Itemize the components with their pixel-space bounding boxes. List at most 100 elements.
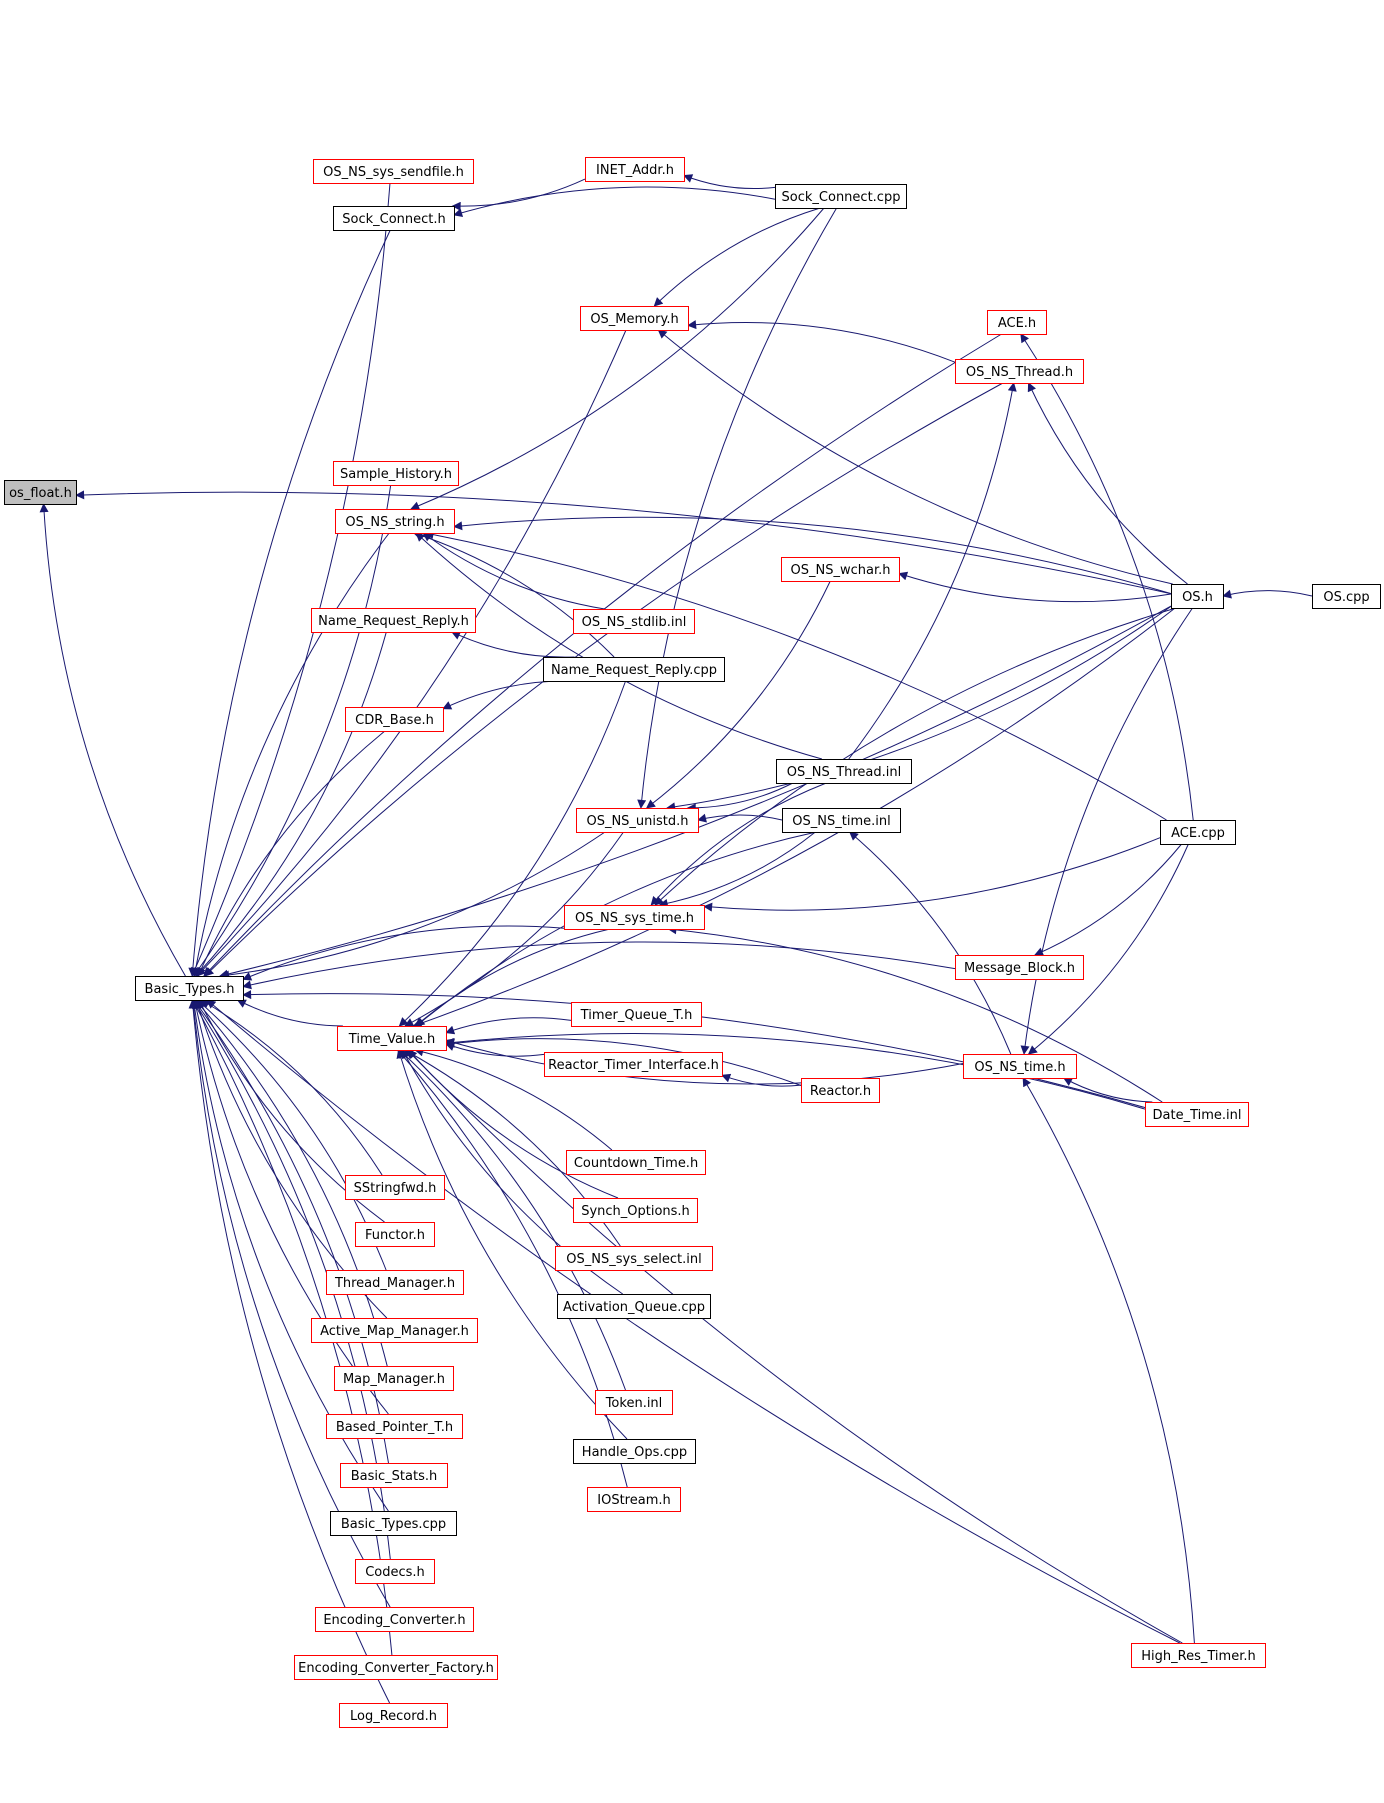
node-name-request-reply-cpp[interactable]: Name_Request_Reply.cpp: [543, 657, 725, 682]
node-os-ns-thread-h[interactable]: OS_NS_Thread.h: [955, 359, 1084, 384]
node-label: OS_NS_sys_sendfile.h: [323, 165, 464, 180]
node-os-h[interactable]: OS.h: [1171, 584, 1224, 609]
node-name-request-reply-h[interactable]: Name_Request_Reply.h: [311, 608, 476, 633]
node-box: [782, 808, 901, 833]
node-iostream-h[interactable]: IOStream.h: [587, 1487, 681, 1512]
node-os-ns-sys-time-h[interactable]: OS_NS_sys_time.h: [564, 905, 705, 930]
edge-date-time-inl-to-os-ns-sys-time-h: [667, 925, 1163, 1103]
node-os-ns-time-inl[interactable]: OS_NS_time.inl: [782, 808, 901, 833]
node-ace-cpp[interactable]: ACE.cpp: [1160, 820, 1236, 845]
node-label: OS_NS_Thread.inl: [787, 765, 902, 780]
node-label: Activation_Queue.cpp: [563, 1300, 705, 1315]
edge-reactor-h-to-reactor-timer-interface-h: [721, 1073, 802, 1087]
node-basic-types-cpp[interactable]: Basic_Types.cpp: [330, 1511, 457, 1536]
node-os-ns-stdlib-inl[interactable]: OS_NS_stdlib.inl: [573, 609, 695, 634]
node-box: [544, 1052, 723, 1077]
edge-os-h-to-os-float-h: [75, 490, 1172, 595]
node-label: OS.cpp: [1323, 590, 1369, 605]
node-os-ns-string-h[interactable]: OS_NS_string.h: [335, 509, 455, 534]
node-box: [345, 707, 444, 732]
node-reactor-h[interactable]: Reactor.h: [801, 1078, 880, 1103]
node-inet-addr-h[interactable]: INET_Addr.h: [585, 157, 685, 182]
node-os-memory-h[interactable]: OS_Memory.h: [580, 306, 689, 331]
edge-os-ns-sys-sendfile-h-to-basic-types-h: [191, 182, 391, 977]
node-encoding-converter-h[interactable]: Encoding_Converter.h: [315, 1607, 474, 1632]
node-box: [135, 976, 244, 1001]
node-functor-h[interactable]: Functor.h: [355, 1222, 435, 1247]
edge-high-res-timer-h-to-time-value-h: [406, 1049, 1183, 1644]
node-countdown-time-h[interactable]: Countdown_Time.h: [566, 1150, 706, 1175]
node-basic-stats-h[interactable]: Basic_Stats.h: [340, 1463, 448, 1488]
edge-sstringfwd-h-to-basic-types-h: [200, 999, 383, 1176]
node-box: [573, 1198, 698, 1223]
node-ace-h[interactable]: ACE.h: [987, 310, 1047, 335]
node-box: [1145, 1102, 1249, 1127]
node-based-pointer-t-h[interactable]: Based_Pointer_T.h: [326, 1414, 463, 1439]
node-os-float-h[interactable]: os_float.h: [4, 480, 77, 505]
edge-os-h-to-os-ns-string-h: [453, 516, 1172, 595]
node-box: [585, 157, 685, 182]
node-label: OS_NS_time.h: [974, 1060, 1065, 1075]
node-box: [595, 1390, 673, 1415]
node-map-manager-h[interactable]: Map_Manager.h: [334, 1366, 454, 1391]
node-box: [566, 1150, 706, 1175]
edge-high-res-timer-h-to-basic-types-h: [206, 999, 1181, 1644]
node-reactor-timer-interface-h[interactable]: Reactor_Timer_Interface.h: [544, 1052, 723, 1077]
node-label: Synch_Options.h: [581, 1204, 690, 1219]
node-thread-manager-h[interactable]: Thread_Manager.h: [326, 1270, 464, 1295]
node-os-ns-sys-sendfile-h[interactable]: OS_NS_sys_sendfile.h: [313, 159, 474, 184]
edge-inet-addr-h-to-sock-connect-h: [451, 178, 586, 211]
node-os-ns-time-h[interactable]: OS_NS_time.h: [963, 1054, 1077, 1079]
node-os-cpp[interactable]: OS.cpp: [1312, 584, 1381, 609]
node-high-res-timer-h[interactable]: High_Res_Timer.h: [1131, 1643, 1266, 1668]
node-sock-connect-cpp[interactable]: Sock_Connect.cpp: [775, 184, 907, 209]
edge-basic-types-cpp-to-basic-types-h: [190, 999, 389, 1512]
edge-os-ns-time-inl-to-os-ns-unistd-h: [697, 813, 783, 823]
node-label: IOStream.h: [597, 1493, 670, 1508]
node-sstringfwd-h[interactable]: SStringfwd.h: [345, 1175, 445, 1200]
node-log-record-h[interactable]: Log_Record.h: [339, 1703, 448, 1728]
node-box: [987, 310, 1047, 335]
node-label: OS_NS_string.h: [345, 515, 444, 530]
node-activation-queue-cpp[interactable]: Activation_Queue.cpp: [557, 1294, 711, 1319]
node-box: [576, 808, 699, 833]
node-synch-options-h[interactable]: Synch_Options.h: [573, 1198, 698, 1223]
node-label: Message_Block.h: [964, 961, 1075, 976]
node-basic-types-h[interactable]: Basic_Types.h: [135, 976, 244, 1001]
node-message-block-h[interactable]: Message_Block.h: [955, 955, 1084, 980]
node-box: [294, 1655, 498, 1680]
node-label: Basic_Stats.h: [351, 1469, 437, 1484]
node-handle-ops-cpp[interactable]: Handle_Ops.cpp: [573, 1439, 696, 1464]
node-label: Based_Pointer_T.h: [336, 1420, 453, 1435]
node-box: [1160, 820, 1236, 845]
node-sample-history-h[interactable]: Sample_History.h: [333, 461, 459, 486]
node-label: High_Res_Timer.h: [1141, 1649, 1255, 1664]
node-box: [580, 306, 689, 331]
node-time-value-h[interactable]: Time_Value.h: [337, 1026, 447, 1051]
node-label: Basic_Types.cpp: [341, 1517, 446, 1532]
node-os-ns-wchar-h[interactable]: OS_NS_wchar.h: [781, 557, 900, 582]
node-os-ns-sys-select-inl[interactable]: OS_NS_sys_select.inl: [555, 1246, 713, 1271]
node-sock-connect-h[interactable]: Sock_Connect.h: [333, 206, 455, 231]
node-cdr-base-h[interactable]: CDR_Base.h: [345, 707, 444, 732]
edge-sock-connect-cpp-to-os-ns-unistd-h: [637, 207, 838, 809]
node-label: Sock_Connect.h: [342, 212, 446, 227]
node-label: CDR_Base.h: [355, 713, 434, 728]
node-label: Codecs.h: [365, 1565, 425, 1580]
node-box: [1171, 584, 1224, 609]
node-timer-queue-t-h[interactable]: Timer_Queue_T.h: [571, 1002, 702, 1027]
node-date-time-inl[interactable]: Date_Time.inl: [1145, 1102, 1249, 1127]
node-token-inl[interactable]: Token.inl: [595, 1390, 673, 1415]
node-label: os_float.h: [9, 486, 72, 501]
edge-name-request-reply-cpp-to-os-ns-string-h: [413, 531, 615, 658]
edge-basic-stats-h-to-basic-types-h: [193, 999, 389, 1464]
node-label: OS_NS_sys_time.h: [575, 911, 694, 926]
node-box: [340, 1463, 448, 1488]
node-codecs-h[interactable]: Codecs.h: [355, 1559, 435, 1584]
node-os-ns-thread-inl[interactable]: OS_NS_Thread.inl: [776, 759, 912, 784]
node-encoding-converter-factory-h[interactable]: Encoding_Converter_Factory.h: [294, 1655, 498, 1680]
node-box: [963, 1054, 1077, 1079]
node-active-map-manager-h[interactable]: Active_Map_Manager.h: [311, 1318, 478, 1343]
node-os-ns-unistd-h[interactable]: OS_NS_unistd.h: [576, 808, 699, 833]
